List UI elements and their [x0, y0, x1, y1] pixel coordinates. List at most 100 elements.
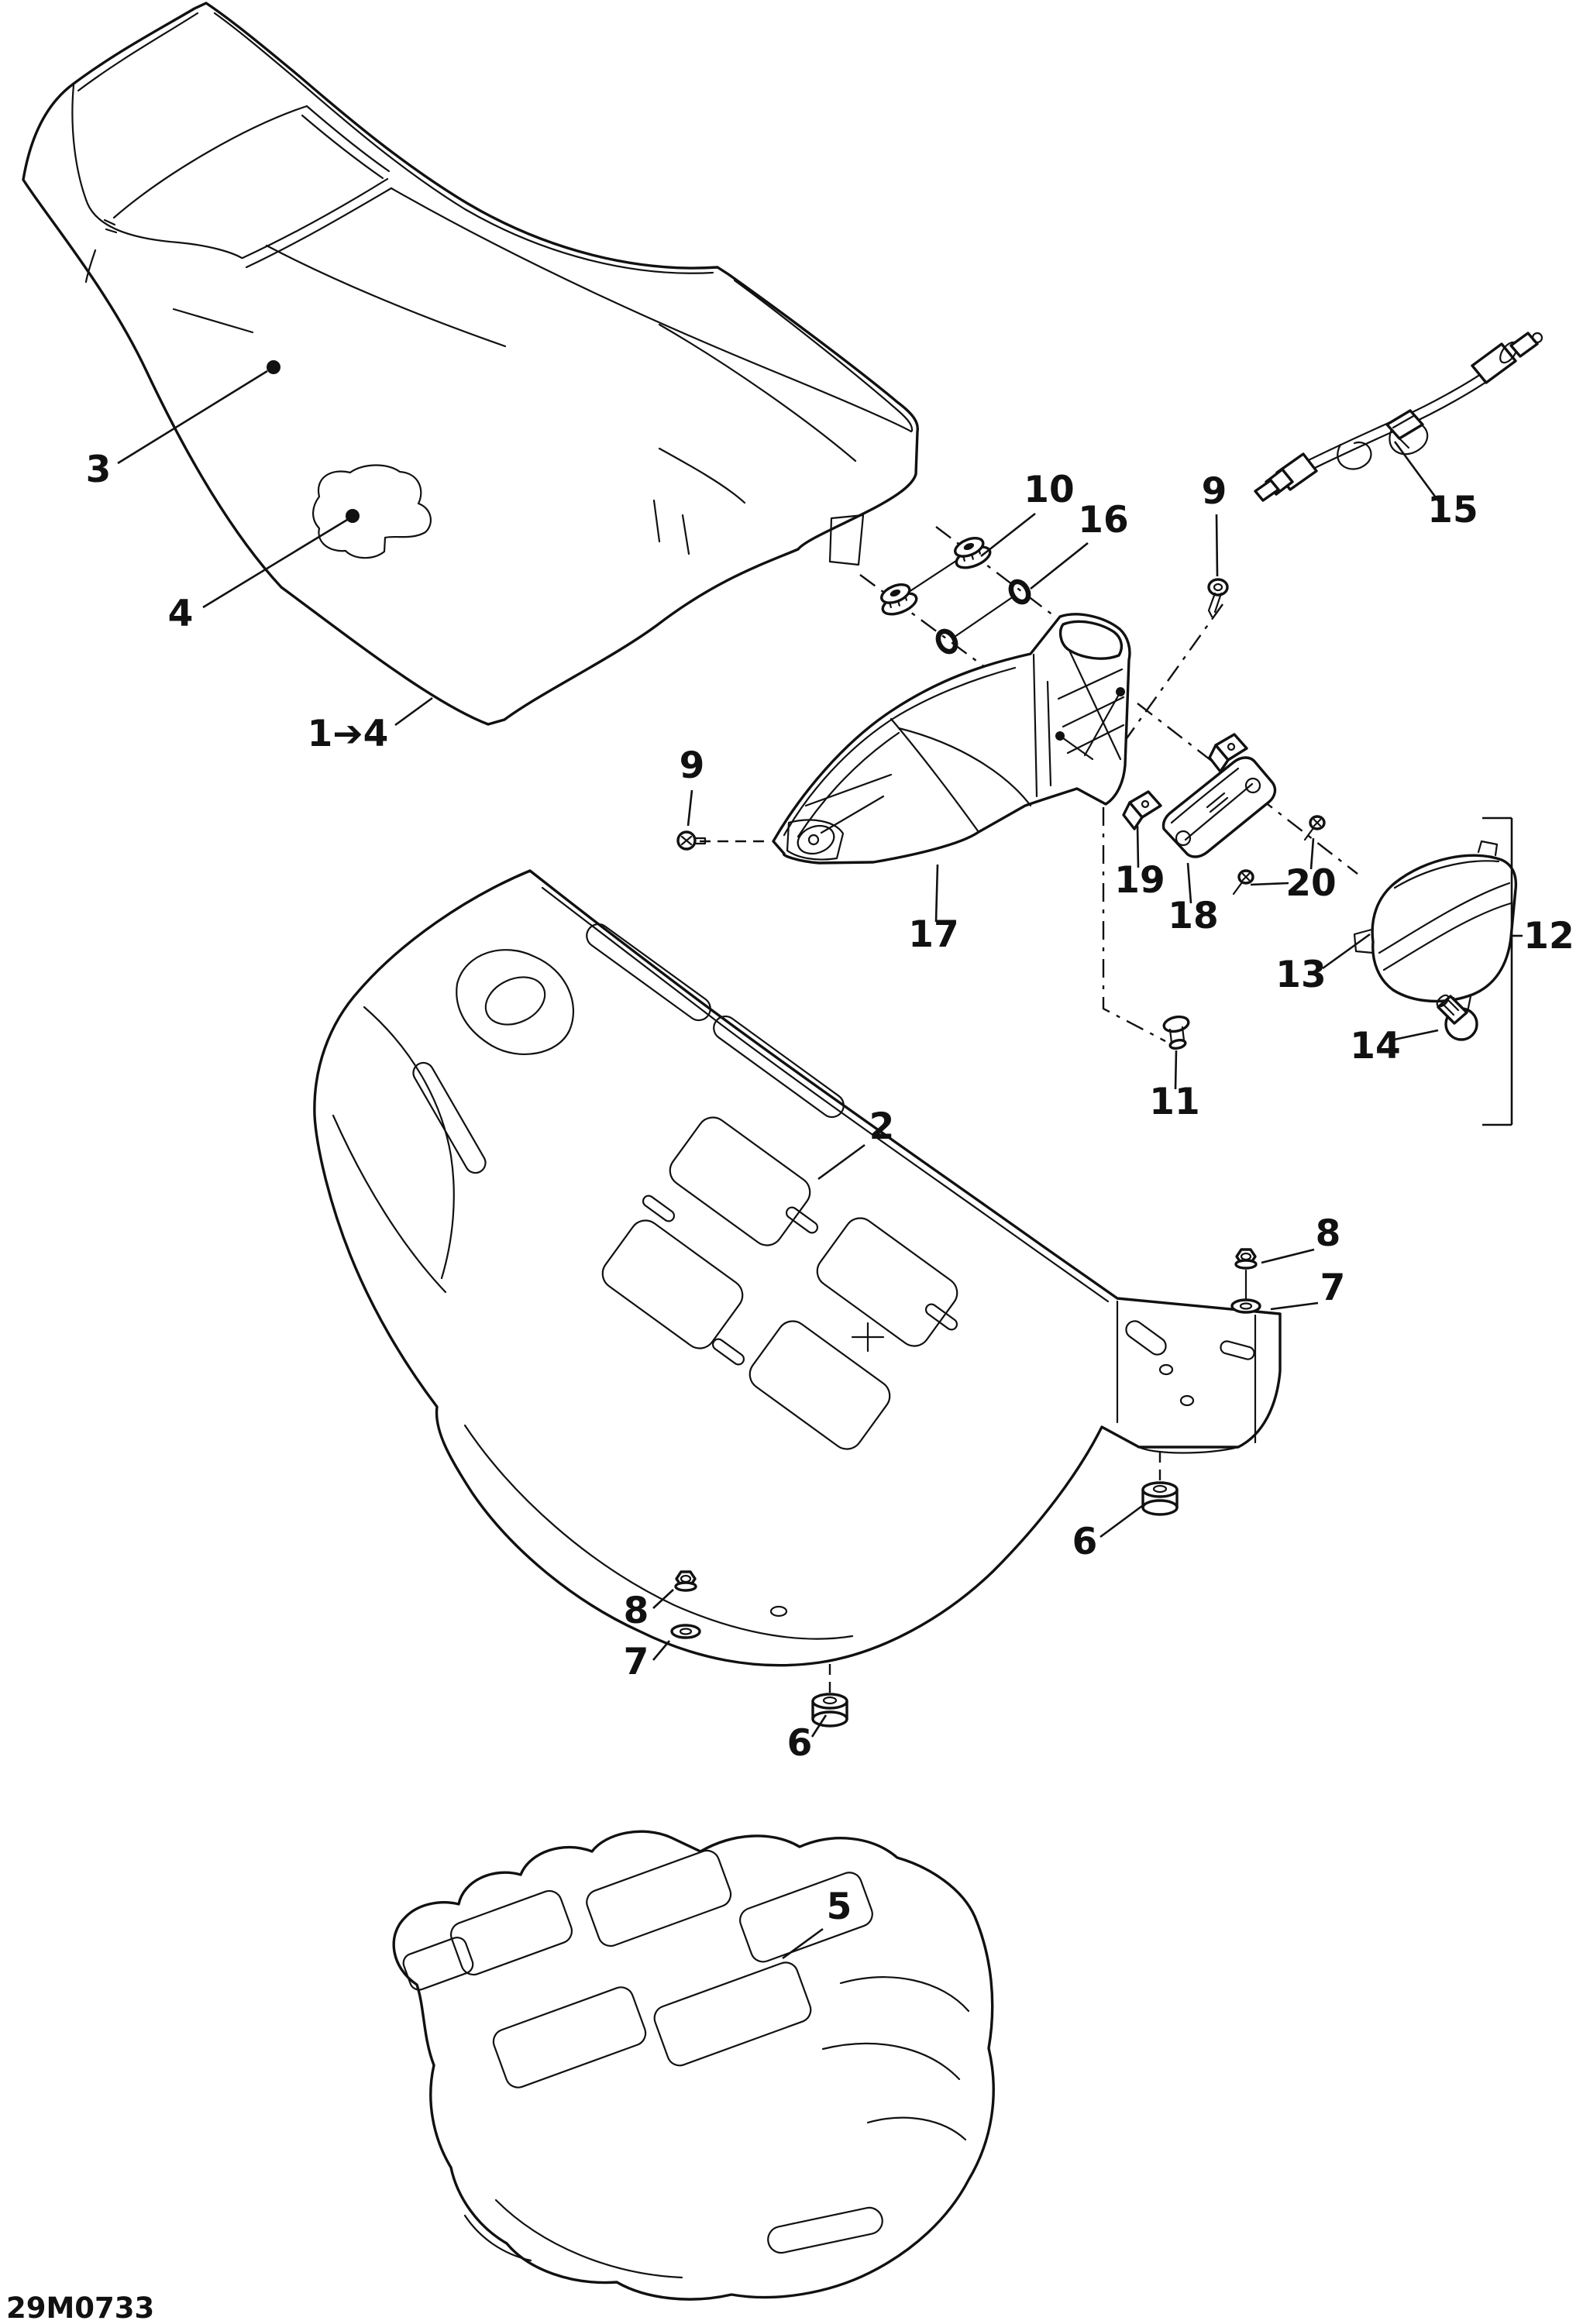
rear-face-lines [652, 499, 690, 555]
push-rivet [1162, 1015, 1190, 1050]
taillight-housing [1353, 840, 1518, 1016]
plate-screw-2 [1244, 777, 1261, 794]
callout-c16: 16 [1078, 499, 1128, 541]
seat-base-pan [313, 869, 1282, 1667]
bracket-hole-1 [1158, 1363, 1174, 1376]
foam-pad-4 [492, 1986, 647, 2089]
plate-code: 29M0733 [6, 2291, 154, 2324]
callout-c10: 10 [1024, 469, 1074, 511]
callout-c4: 4 [168, 593, 194, 635]
seat-outline [22, 2, 919, 726]
foam-pad-3 [739, 1872, 873, 1963]
pan-slot-1 [785, 1206, 819, 1234]
attach-line-2 [1058, 734, 1094, 761]
chain-grommets [905, 556, 962, 595]
panel-seams [890, 717, 1032, 834]
band-inner-left [77, 12, 199, 92]
leader-line-c14 [1393, 1029, 1439, 1041]
leader-line-c9l [687, 789, 693, 827]
housing-body [1371, 854, 1518, 1003]
screw-top [1207, 578, 1229, 618]
leader-line-c11 [1174, 1050, 1178, 1090]
pan-kidney-pocket [456, 949, 575, 1055]
boss-screw-head [807, 834, 820, 846]
seat-pad-patch [312, 464, 432, 559]
callout-c13: 13 [1275, 954, 1326, 996]
callout-c15: 15 [1427, 489, 1478, 531]
foam-pad-1 [449, 1889, 573, 1976]
callout-c8l: 8 [624, 1590, 649, 1632]
callout-c11: 11 [1149, 1081, 1199, 1123]
callout-c7r: 7 [1320, 1267, 1346, 1309]
side-crease [265, 244, 507, 348]
pan-oval-hole [484, 976, 546, 1026]
lower-bolster-band [241, 177, 393, 269]
pan-left-wall [332, 1006, 455, 1294]
plate-slots [1206, 792, 1229, 813]
bracket-edges [1116, 1300, 1257, 1454]
nut-right [1234, 1248, 1258, 1270]
lens-lines [1378, 860, 1512, 971]
foam-skirt-lines [463, 2199, 683, 2279]
pan-slot-4 [642, 1195, 676, 1222]
foam-slot [767, 2206, 883, 2254]
chain-orings [953, 596, 1013, 638]
axis-taillight [1137, 703, 1358, 875]
connector-right [1509, 332, 1539, 358]
rim-inner-2 [797, 731, 900, 838]
connector-tip [1531, 332, 1543, 344]
plate-face [1161, 756, 1277, 858]
rear-seams [658, 323, 857, 504]
bumper-bottom [811, 1693, 848, 1728]
nose-detail-lines [804, 773, 893, 834]
attach-line-1 [1083, 690, 1122, 757]
foam-pad-5 [653, 1961, 812, 2067]
leader-line-c4 [202, 518, 348, 609]
washer-right [1230, 1298, 1261, 1314]
grommet-upper [954, 537, 992, 569]
bumper-right [1141, 1481, 1179, 1516]
pan-slot-2 [924, 1303, 958, 1331]
right-bolster-band [301, 105, 391, 180]
rear-compartment [772, 613, 1131, 865]
backrest-seam [71, 84, 243, 260]
rim-inner-1 [783, 666, 1017, 837]
screw-boss [797, 824, 835, 855]
leader-line-c15 [1393, 441, 1441, 504]
callout-c9l: 9 [680, 744, 705, 787]
bracket-slot [1125, 1320, 1167, 1356]
leader-line-c1to4 [394, 696, 433, 727]
leader-line-c5 [782, 1927, 824, 1960]
callout-c6b: 6 [787, 1722, 813, 1765]
wiring-harness [1254, 332, 1543, 502]
harness-tube-1 [1275, 363, 1497, 477]
callout-c8r: 8 [1316, 1212, 1341, 1255]
screw-left [676, 830, 707, 851]
grommet-lower [880, 583, 918, 616]
seat-foam [392, 1830, 995, 2301]
callout-c7l: 7 [624, 1641, 649, 1683]
grommets-and-orings [880, 537, 1031, 655]
axis-rivet [1102, 807, 1166, 1043]
callout-c17: 17 [908, 913, 958, 956]
foam-hump-lines [821, 1976, 970, 2141]
leader-line-c20 [1250, 882, 1289, 886]
leader-line-c6b [810, 1714, 828, 1738]
callout-c18: 18 [1168, 895, 1218, 937]
leader-line-c8r [1261, 1248, 1315, 1264]
wire-loop-2 [1337, 441, 1372, 470]
center-crease [112, 105, 308, 219]
band-inner-top [213, 12, 714, 274]
pan-rail-1 [586, 923, 711, 1022]
o-ring-upper [1008, 579, 1031, 605]
long-band [390, 187, 913, 433]
angle-bracket-right [1208, 733, 1248, 773]
pan-rail-3 [412, 1061, 487, 1174]
leader-line-c17 [934, 864, 939, 923]
leader-line-c16 [1030, 541, 1089, 590]
pan-rail-2 [713, 1015, 845, 1119]
leader-dot-c3 [267, 360, 280, 374]
callout-c20: 20 [1285, 862, 1336, 905]
